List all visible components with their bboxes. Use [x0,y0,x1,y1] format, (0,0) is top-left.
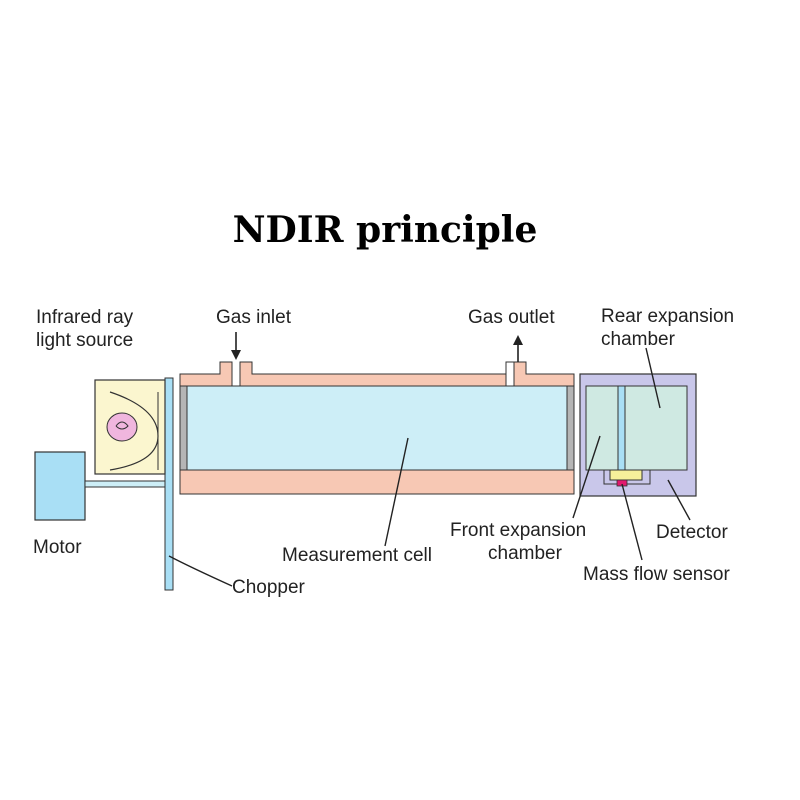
leader-chopper [168,555,233,587]
front-expansion-chamber [585,385,619,471]
detector [579,373,697,497]
gas-outlet-arrow [513,335,523,362]
ir-lamp [106,412,138,442]
motor [34,451,86,521]
label-front-chamber-line2: chamber [488,543,563,564]
diagram-title: NDIR principle [233,209,538,251]
cell-window-right [566,385,575,471]
leader-front-chamber [572,435,601,519]
leader-mass-flow-sensor [621,483,643,561]
leader-detector [667,479,691,521]
label-rear-chamber-line1: Rear expansion [601,306,734,327]
label-mass-flow-sensor: Mass flow sensor [583,564,730,585]
leader-rear-chamber [645,347,661,409]
label-gas-outlet: Gas outlet [468,307,555,328]
cell-bottom-wall [179,469,575,495]
detector-membrane [617,385,626,471]
cell-top-wall [179,361,233,387]
label-motor: Motor [33,537,82,558]
label-chopper: Chopper [232,577,306,598]
label-detector: Detector [656,522,728,543]
mass-flow-sensor [609,469,643,481]
leader-measurement-cell [384,437,409,547]
chopper [164,377,174,591]
label-measurement-cell: Measurement cell [282,545,432,566]
label-rear-chamber-line2: chamber [601,329,676,350]
infrared-light-source [94,379,166,475]
cell-window-left [179,385,188,471]
label-ir-source-line2: light source [36,330,133,351]
gas-inlet-arrow [231,332,241,360]
rear-expansion-chamber [624,385,688,471]
label-front-chamber-line1: Front expansion [450,520,586,541]
motor-shaft [84,480,170,488]
label-gas-inlet: Gas inlet [216,307,292,328]
measurement-cell [179,361,575,495]
label-ir-source-line1: Infrared ray [36,307,134,328]
